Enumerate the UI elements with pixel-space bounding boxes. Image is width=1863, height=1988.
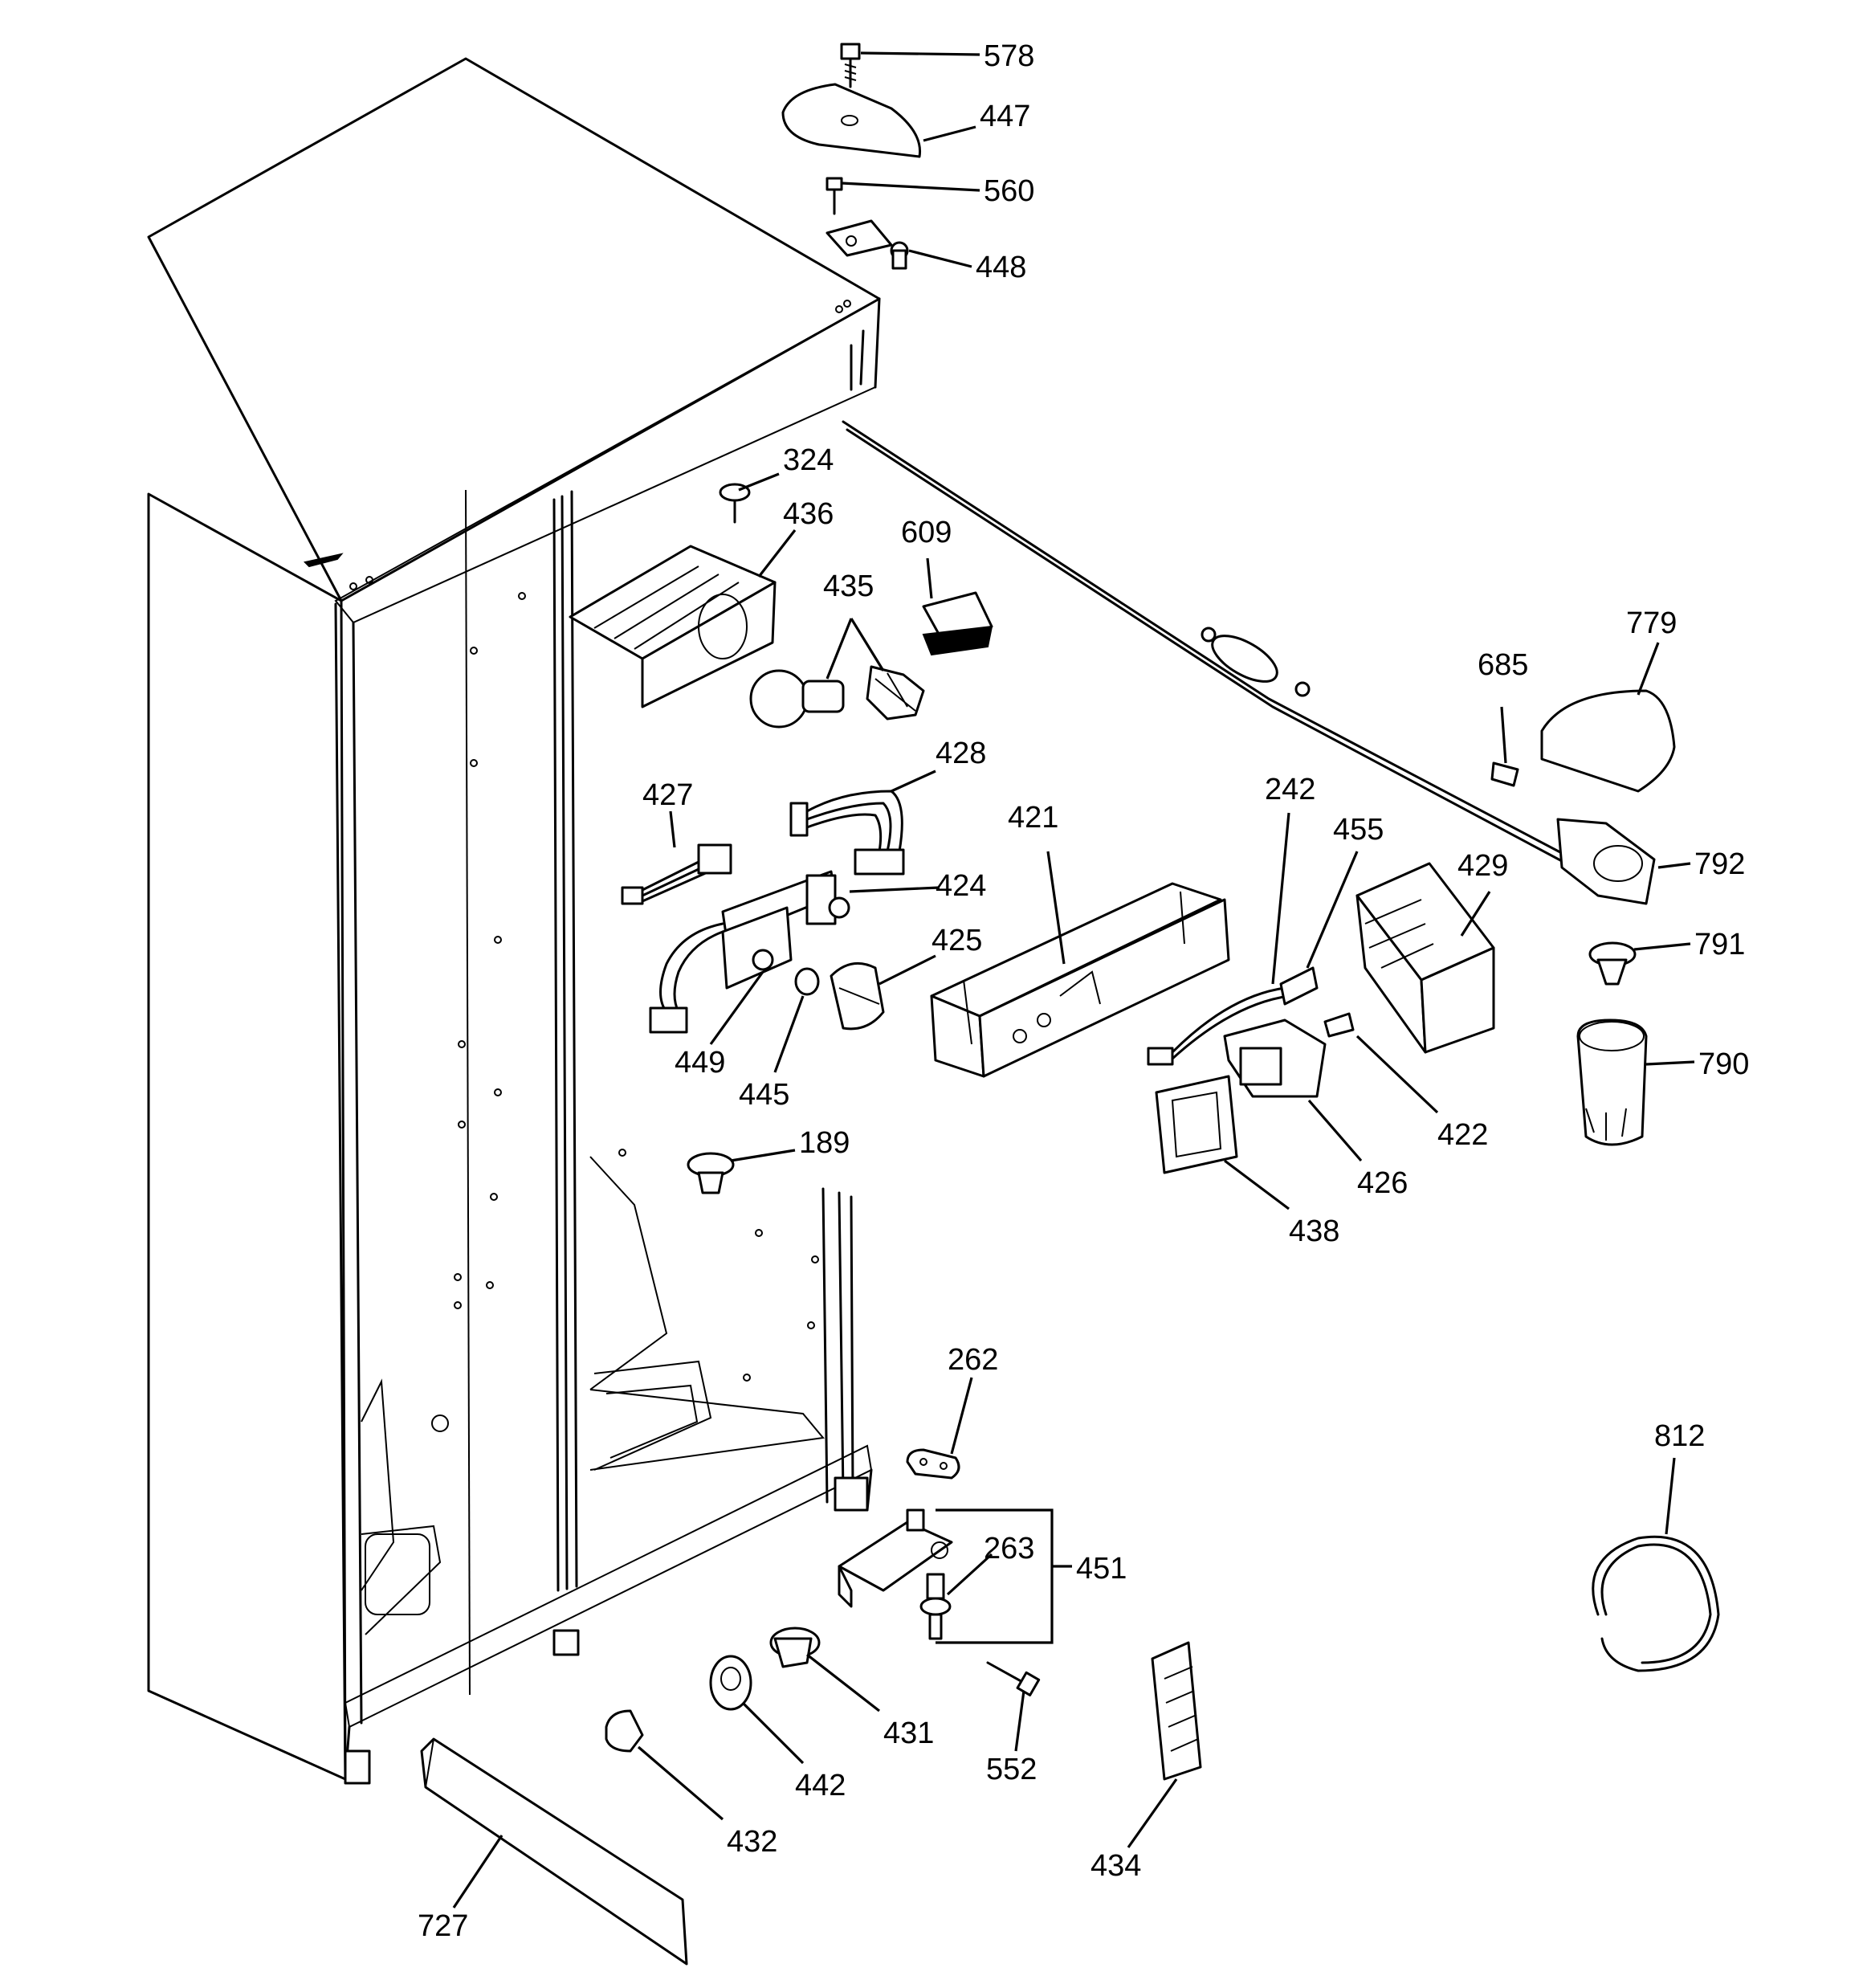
- part-label-790: 790: [1698, 1047, 1749, 1081]
- part-label-552: 552: [986, 1753, 1037, 1786]
- leader-lines: [452, 51, 1695, 1908]
- control-housing: [930, 882, 1230, 1078]
- part-label-449: 449: [675, 1046, 725, 1080]
- part-label-812: 812: [1654, 1419, 1705, 1453]
- part-label-447: 447: [980, 100, 1030, 133]
- dispenser-parts: [1147, 862, 1495, 1174]
- part-label-448: 448: [976, 251, 1026, 284]
- part-label-438: 438: [1289, 1214, 1339, 1248]
- part-label-424: 424: [936, 869, 986, 903]
- part-label-445: 445: [739, 1078, 789, 1112]
- part-label-432: 432: [727, 1825, 777, 1859]
- refrigerator-cabinet: [147, 57, 881, 1785]
- part-label-429: 429: [1457, 849, 1508, 883]
- part-label-435: 435: [823, 569, 874, 603]
- part-label-791: 791: [1694, 928, 1745, 961]
- part-label-427: 427: [642, 778, 693, 812]
- part-label-436: 436: [783, 497, 834, 531]
- part-label-685: 685: [1478, 648, 1528, 682]
- part-label-451: 451: [1076, 1552, 1127, 1586]
- lower-hinge-parts: [420, 1448, 1720, 1966]
- part-label-792: 792: [1694, 847, 1745, 881]
- part-label-428: 428: [936, 737, 986, 770]
- part-label-262: 262: [948, 1343, 998, 1377]
- part-label-727: 727: [418, 1909, 468, 1943]
- part-labels: 578 447 560 448 324 436 609 435 779 685 …: [418, 39, 1749, 1943]
- part-label-431: 431: [883, 1717, 934, 1750]
- top-hinge-parts: [781, 43, 922, 270]
- part-label-189: 189: [799, 1126, 850, 1160]
- part-label-422: 422: [1437, 1118, 1488, 1152]
- part-label-609: 609: [901, 516, 952, 549]
- water-filter-parts: [842, 420, 1676, 1146]
- part-label-442: 442: [795, 1769, 846, 1802]
- part-label-324: 324: [783, 443, 834, 477]
- part-label-434: 434: [1090, 1849, 1141, 1883]
- part-label-425: 425: [932, 924, 982, 957]
- part-label-779: 779: [1626, 606, 1677, 640]
- part-label-455: 455: [1333, 813, 1384, 847]
- part-label-560: 560: [984, 174, 1034, 208]
- part-label-426: 426: [1357, 1166, 1408, 1200]
- part-label-578: 578: [984, 39, 1034, 73]
- part-label-263: 263: [984, 1532, 1034, 1565]
- part-label-421: 421: [1008, 801, 1058, 835]
- part-label-242: 242: [1265, 773, 1315, 806]
- light-and-control-parts: [569, 483, 993, 1194]
